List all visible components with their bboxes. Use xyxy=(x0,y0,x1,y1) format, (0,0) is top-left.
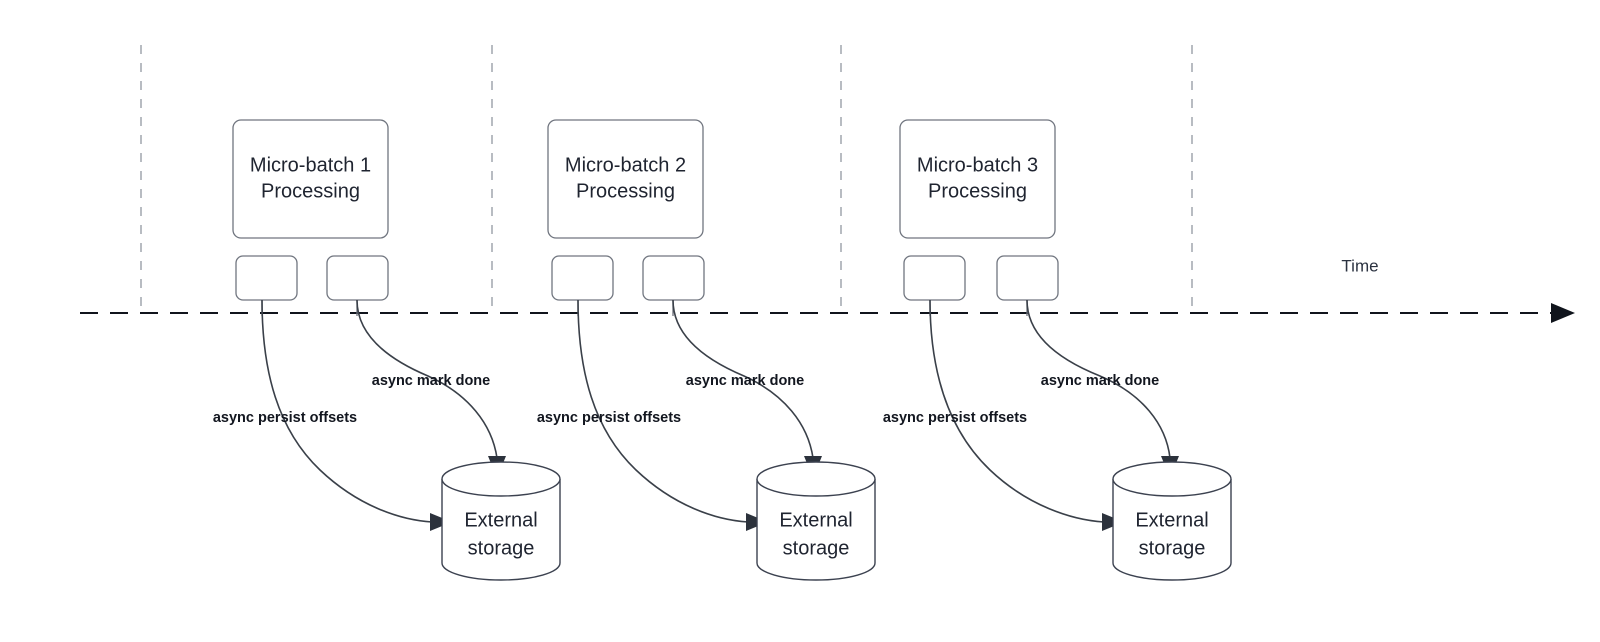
micro-batch-1-title-line1: Micro-batch 1 xyxy=(250,154,371,176)
micro-batch-3-mark-done-label: async mark done xyxy=(1041,373,1159,389)
micro-batch-2-mark-done-arrow xyxy=(672,299,814,459)
micro-batch-2-title-line2: Processing xyxy=(576,180,675,202)
micro-batch-3-storage-top xyxy=(1112,461,1232,497)
micro-batch-3-title-line1: Micro-batch 3 xyxy=(917,154,1038,176)
micro-batch-1-storage-top xyxy=(441,461,561,497)
micro-batch-2-storage-body xyxy=(756,479,876,581)
micro-batch-3-persist-offsets-arrow xyxy=(929,299,1105,523)
micro-batch-2-persist-offsets-task[interactable] xyxy=(551,255,614,301)
micro-batch-2-mark-done-task[interactable] xyxy=(642,255,705,301)
micro-batch-1-persist-offsets-label: async persist offsets xyxy=(213,410,357,426)
micro-batch-1-storage-line2: storage xyxy=(468,537,535,559)
micro-batch-3-storage-line2: storage xyxy=(1139,537,1206,559)
micro-batch-1-persist-offsets-task[interactable] xyxy=(235,255,298,301)
micro-batch-2-external-storage[interactable]: External storage xyxy=(756,461,876,581)
micro-batch-3-storage-line1: External xyxy=(1135,509,1208,531)
micro-batch-3-persist-offsets-label: async persist offsets xyxy=(883,410,1027,426)
micro-batch-1-mark-done-arrow xyxy=(356,299,498,459)
time-axis-label: Time xyxy=(1341,256,1378,275)
micro-batch-3-box[interactable] xyxy=(899,119,1056,239)
micro-batch-2-persist-offsets-label: async persist offsets xyxy=(537,410,681,426)
micro-batch-2-box[interactable] xyxy=(547,119,704,239)
batch-group-micro-batch-3: Micro-batch 3 Processing async persist o… xyxy=(883,119,1232,581)
gridlines-group xyxy=(140,45,1193,313)
micro-batch-1-title-line2: Processing xyxy=(261,180,360,202)
time-axis-group: Time xyxy=(80,256,1575,323)
micro-batch-3-storage-body xyxy=(1112,479,1232,581)
micro-batch-2-mark-done-label: async mark done xyxy=(686,373,804,389)
micro-batch-1-persist-offsets-arrow xyxy=(261,299,433,523)
batch-group-micro-batch-2: Micro-batch 2 Processing async persist o… xyxy=(537,119,876,581)
micro-batch-1-mark-done-label: async mark done xyxy=(372,373,490,389)
micro-batch-2-title-line1: Micro-batch 2 xyxy=(565,154,686,176)
micro-batch-1-storage-line1: External xyxy=(464,509,537,531)
micro-batch-1-box[interactable] xyxy=(232,119,389,239)
micro-batch-3-persist-offsets-task[interactable] xyxy=(903,255,966,301)
micro-batch-1-persist-offsets-arrowhead xyxy=(430,513,452,531)
micro-batch-1-mark-done-task[interactable] xyxy=(326,255,389,301)
batch-group-micro-batch-1: Micro-batch 1 Processing async persist o… xyxy=(213,119,561,581)
micro-batch-2-storage-top xyxy=(756,461,876,497)
micro-batch-3-title-line2: Processing xyxy=(928,180,1027,202)
micro-batch-1-external-storage[interactable]: External storage xyxy=(441,461,561,581)
time-axis-arrowhead xyxy=(1551,303,1575,323)
micro-batch-1-storage-body xyxy=(441,479,561,581)
micro-batch-2-storage-line2: storage xyxy=(783,537,850,559)
micro-batch-2-storage-line1: External xyxy=(779,509,852,531)
micro-batch-3-mark-done-arrow xyxy=(1026,299,1171,459)
micro-batch-3-external-storage[interactable]: External storage xyxy=(1112,461,1232,581)
micro-batch-3-mark-done-task[interactable] xyxy=(996,255,1059,301)
micro-batch-2-persist-offsets-arrow xyxy=(577,299,749,523)
